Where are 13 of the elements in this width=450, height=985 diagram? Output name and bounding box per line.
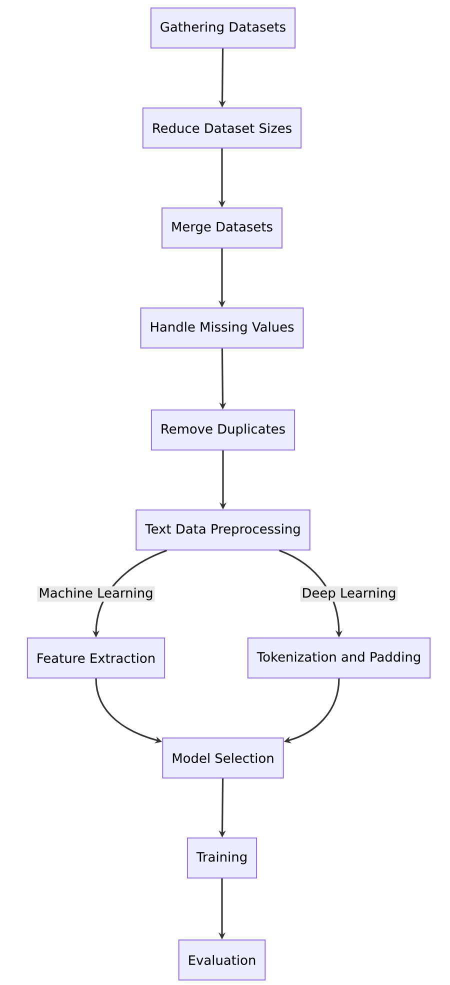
process-box: Reduce Dataset Sizes (142, 108, 302, 148)
process-box: Gathering Datasets (150, 8, 296, 48)
process-box: Remove Duplicates (150, 410, 296, 450)
process-box: Text Data Preprocessing (136, 510, 310, 550)
process-box: Feature Extraction (26, 638, 166, 678)
process-box: Merge Datasets (162, 208, 282, 248)
process-box: Evaluation (178, 940, 266, 980)
process-box: Handle Missing Values (140, 308, 304, 348)
process-box: Tokenization and Padding (247, 638, 431, 678)
process-box: Training (186, 838, 258, 878)
edge-label: Deep Learning (300, 586, 398, 602)
process-box: Model Selection (162, 738, 284, 778)
edge-label: Machine Learning (37, 586, 155, 602)
